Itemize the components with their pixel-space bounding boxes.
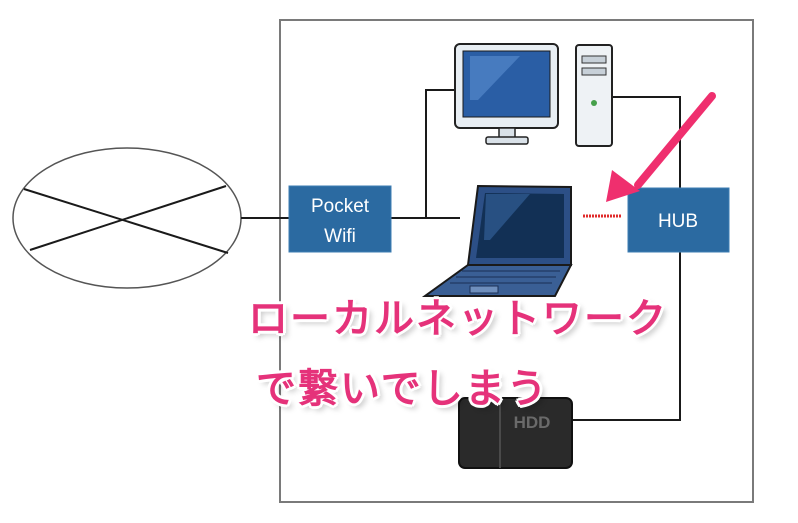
pointer-arrow-icon xyxy=(606,92,716,202)
pocket-wifi-node: Pocket Wifi xyxy=(288,185,392,253)
pocket-wifi-label-line1: Pocket xyxy=(311,196,370,217)
caption-line-2: で繋いでしまう xyxy=(256,366,549,412)
local-network-frame xyxy=(279,19,754,503)
internet-cloud-icon xyxy=(12,147,242,289)
pocket-wifi-label-line2: Wifi xyxy=(324,226,356,247)
hub-node: HUB xyxy=(627,187,730,253)
caption-line-1: ローカルネットワーク xyxy=(248,296,668,342)
laptop-icon xyxy=(421,184,573,297)
hdd-label: HDD xyxy=(514,413,551,432)
hub-label: HUB xyxy=(658,211,698,232)
hdd-icon: HDD xyxy=(458,397,573,469)
desktop-pc-icon xyxy=(454,43,613,147)
network-wires xyxy=(241,89,681,421)
